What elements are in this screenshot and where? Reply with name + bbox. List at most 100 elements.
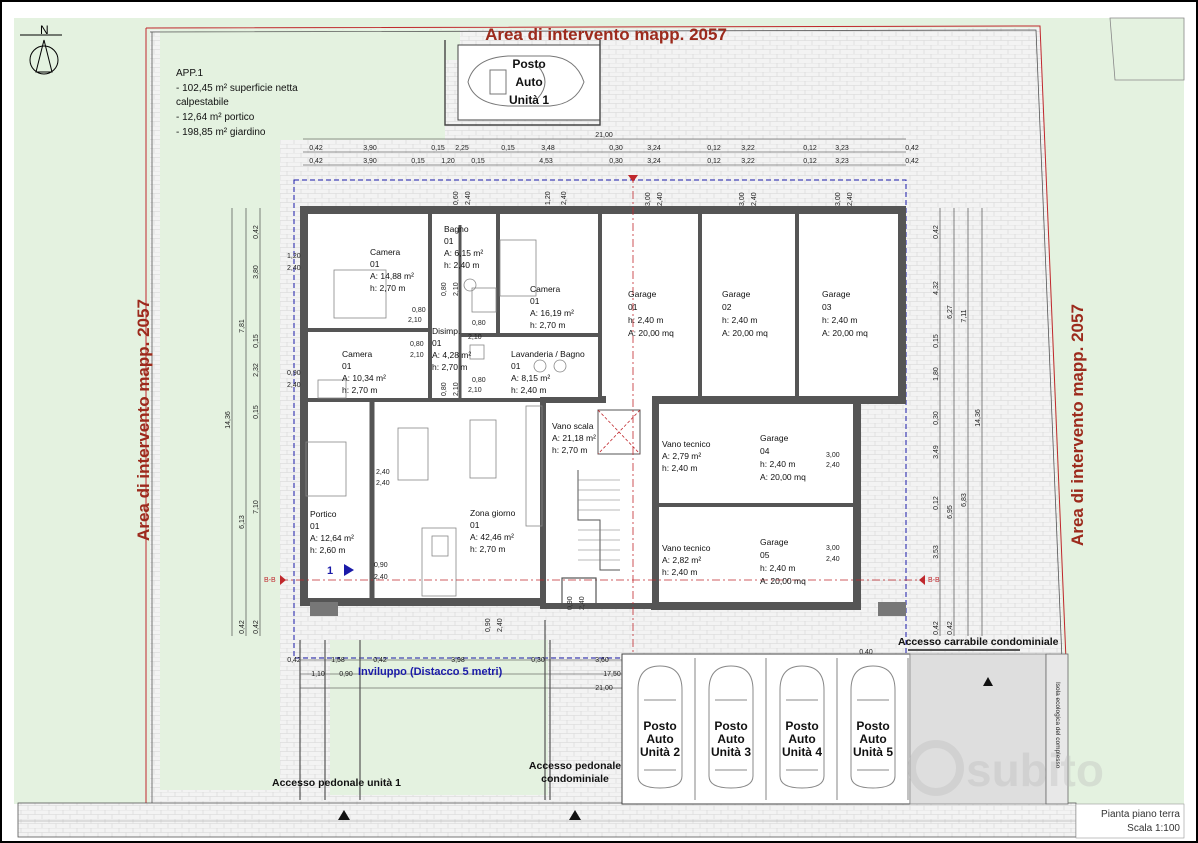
app-info-line2: calpestabile (176, 97, 229, 108)
access-ped-condo-l2: condominiale (541, 773, 609, 785)
room-area-3: A: 10,34 m² (342, 373, 386, 383)
dim-bottom-row1-1: 1,58 (331, 657, 345, 664)
opening-d10: 0,90 (567, 596, 574, 610)
garage-h-1: h: 2,40 m (722, 315, 757, 325)
parking-0-l3: Unità 2 (640, 745, 680, 759)
dim-row2-10: 0,12 (803, 158, 817, 165)
room-area-9: A: 2,79 m² (662, 451, 701, 461)
opening-g_top3: 3,00 (835, 192, 842, 206)
opening-d5: 0,80 (441, 382, 448, 396)
dim-row2-8: 0,12 (707, 158, 721, 165)
opening-g5h: 2,40 (826, 556, 840, 563)
room-h-2: h: 2,70 m (530, 320, 565, 330)
opening-d5h: 2,10 (453, 382, 460, 396)
room-h-1: h: 2,40 m (444, 260, 479, 270)
dim-left-b-4: 0,15 (253, 405, 260, 419)
dim-row1-1: 3,90 (363, 145, 377, 152)
dim-right-a-0: 0,42 (933, 225, 940, 239)
garage-name-0: Garage (628, 289, 657, 299)
parking-1-l2: Auto (717, 732, 744, 746)
parking-3-l2: Auto (859, 732, 886, 746)
dim-left-b-2: 0,15 (253, 334, 260, 348)
room-h-7: h: 2,60 m (310, 545, 345, 555)
room-name-2: Camera (530, 284, 561, 294)
opening-g_top1: 3,00 (645, 192, 652, 206)
dim-right-b-1: 6,95 (947, 505, 954, 519)
parking-2-l2: Auto (788, 732, 815, 746)
entrance-marker: 1 (327, 565, 333, 577)
access-ped-condo-arrow (569, 810, 581, 820)
dim-row1-2: 0,15 (431, 145, 445, 152)
opening-g_top2h: 2,40 (751, 192, 758, 206)
lot-boundary-inner (149, 29, 1063, 661)
opening-d4: 0,80 (410, 341, 424, 348)
dim-left-b-3: 2,32 (253, 363, 260, 377)
dim-row1-8: 0,12 (707, 145, 721, 152)
garage-name-4: Garage (760, 537, 789, 547)
dim-row2-5: 4,53 (539, 158, 553, 165)
private-garden-front (330, 640, 548, 795)
dim-right-b-0: 6,27 (947, 305, 954, 319)
room-h-9: h: 2,40 m (662, 463, 697, 473)
room-name-5: Lavanderia / Bagno (511, 349, 585, 359)
dim-left-b-6: 0,42 (253, 620, 260, 634)
footer-line1: Pianta piano terra (1101, 809, 1180, 820)
title-left: Area di intervento mapp. 2057 (134, 299, 153, 541)
parking-top-l2: Auto (515, 75, 542, 89)
dim-right (939, 208, 983, 636)
dim-left-b-5: 7,10 (253, 500, 260, 514)
room-num-3: 01 (342, 361, 352, 371)
dim-right-labels: 0,424,320,151,800,303,490,123,530,426,27… (933, 225, 982, 635)
dim-row1-0: 0,42 (309, 145, 323, 152)
opening-g5: 3,00 (826, 545, 840, 552)
front-walls (299, 577, 597, 800)
dim-row1-9: 3,22 (741, 145, 755, 152)
street (17, 802, 1077, 838)
dim-left-outer: 14,36 (225, 411, 232, 429)
dim-bottom-row1-0: 0,42 (287, 657, 301, 664)
room-name-4: Disimp. (432, 326, 460, 336)
dim-row1-11: 3,23 (835, 145, 849, 152)
opening-w4h: 2,40 (287, 382, 301, 389)
dim-right-a-2: 0,15 (933, 334, 940, 348)
section-arrow-right (919, 575, 925, 585)
dim-left-b-1: 3,80 (253, 265, 260, 279)
car-icon (779, 665, 825, 789)
envelope-label: Inviluppo (Distacco 5 metri) (358, 666, 503, 678)
dim-row2-4: 0,15 (471, 158, 485, 165)
dim-row1-12: 0,42 (905, 145, 919, 152)
app-info: APP.1 - 102,45 m² superficie netta calpe… (176, 68, 298, 138)
opening-d11h: 2,40 (376, 480, 390, 487)
dim-right-outer: 14,36 (975, 409, 982, 427)
room-area-7: A: 12,64 m² (310, 533, 354, 543)
dim-bottom-040: 0,40 (859, 649, 873, 656)
footer-box (1075, 803, 1185, 839)
opening-d10h: 2,40 (579, 596, 586, 610)
dim-bottom-total: 21,00 (595, 685, 613, 692)
room-area-10: A: 2,82 m² (662, 555, 701, 565)
parking-2-l1: Posto (785, 719, 818, 733)
opening-w1h: 2,40 (287, 265, 301, 272)
room-num-6: 01 (470, 520, 480, 530)
title-top: Area di intervento mapp. 2057 (485, 25, 727, 44)
room-name-0: Camera (370, 247, 401, 257)
dim-row2-2: 0,15 (411, 158, 425, 165)
room-num-4: 01 (432, 338, 442, 348)
dim-row1-4: 0,15 (501, 145, 515, 152)
opening-w2: 0,60 (453, 191, 460, 205)
dim-bottom-row2-0: 1,10 (311, 671, 325, 678)
access-ped-condo-l1: Accesso pedonale (529, 760, 621, 772)
dim-bottom-row1-3: 3,98 (451, 657, 465, 664)
garage-area-1: A: 20,00 mq (722, 328, 768, 338)
garage-area-3: A: 20,00 mq (760, 472, 806, 482)
opening-d6h: 2,10 (468, 387, 482, 394)
dim-right-a-4: 0,30 (933, 411, 940, 425)
parking-2-l3: Unità 4 (782, 745, 822, 759)
opening-g_top1h: 2,40 (657, 192, 664, 206)
garden-top-right (1109, 17, 1185, 81)
garage-name-1: Garage (722, 289, 751, 299)
dim-row1-7: 3,24 (647, 145, 661, 152)
